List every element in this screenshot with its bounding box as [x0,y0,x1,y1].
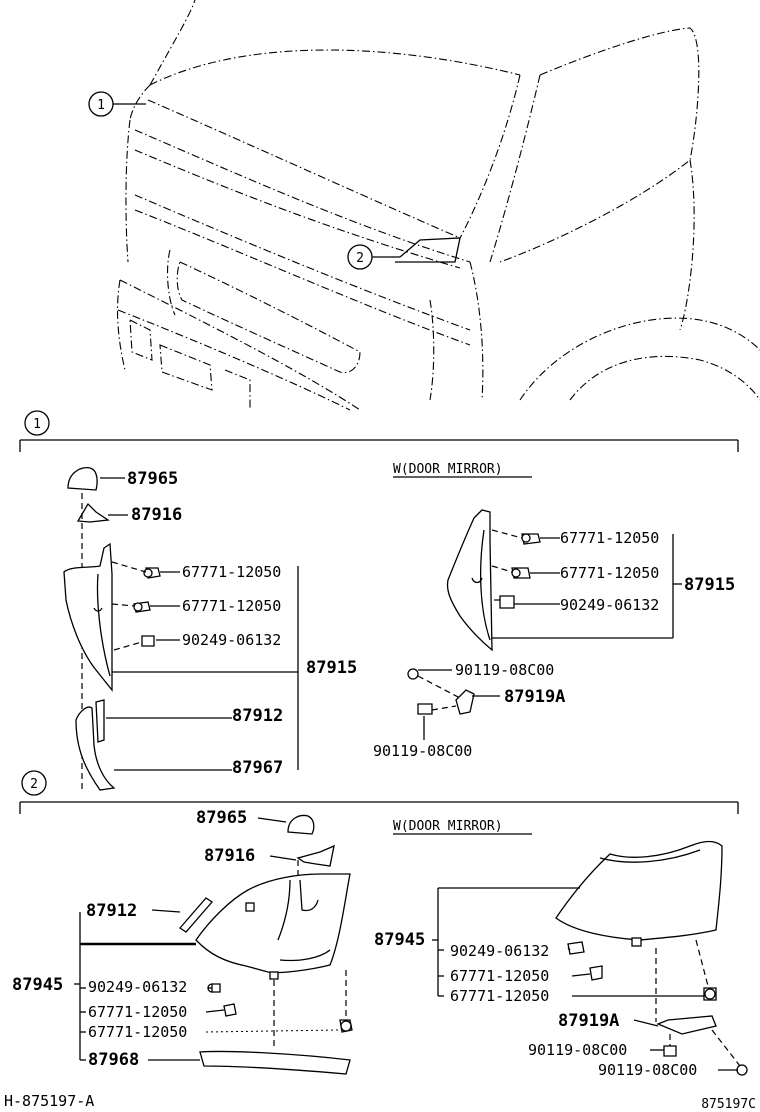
label-87945-s2-left: 87945 [12,975,63,995]
section-1-right-parts [407,509,541,715]
label-87945-s2-right: 87945 [374,930,425,950]
label-87916-s1: 87916 [131,505,182,525]
label-87919A-s2: 87919A [558,1011,619,1031]
label-screw-s2: 90249-06132 [88,978,187,996]
label-screw-s2r: 90249-06132 [450,942,549,960]
section-1-right-leaders [418,534,682,740]
label-clip-2-s1r: 67771-12050 [560,564,659,582]
section-1-frame [19,410,739,452]
label-87912-s2: 87912 [86,901,137,921]
label-bolt-2-s2r: 90119-08C00 [598,1061,697,1079]
label-clip-1-s1: 67771-12050 [182,563,281,581]
section-1-left-leaders [100,477,299,771]
truck-cab-illustration [88,0,760,411]
label-87967-s1: 87967 [232,758,283,778]
section-2-left-leaders [74,817,341,1061]
callout-1-truck: 1 [97,98,105,113]
section-2-frame [19,770,739,814]
label-87965-s1: 87965 [127,469,178,489]
label-87968-s2: 87968 [88,1050,139,1070]
label-clip-2-s2: 67771-12050 [88,1023,187,1041]
callout-2-truck: 2 [356,251,364,266]
note-door-mirror-s1: W(DOOR MIRROR) [393,462,503,477]
label-clip-2-s2r: 67771-12050 [450,987,549,1005]
label-87915-s1-left: 87915 [306,658,357,678]
section-2-right-parts [555,840,748,1076]
label-bolt-1-s2r: 90119-08C00 [528,1041,627,1059]
label-screw-s1: 90249-06132 [182,631,281,649]
label-87916-s2: 87916 [204,846,255,866]
label-bolt-1-s1r: 90119-08C00 [455,661,554,679]
label-clip-1-s1r: 67771-12050 [560,529,659,547]
section-1-callout: 1 [33,417,41,432]
label-87919A-s1: 87919A [504,687,565,707]
note-door-mirror-s2: W(DOOR MIRROR) [393,819,503,834]
section-2-right-leaders [432,887,738,1071]
section-2-callout: 2 [30,777,38,792]
diagram-code-right: 875197C [701,1097,756,1112]
label-clip-2-s1: 67771-12050 [182,597,281,615]
diagram-code-left: H-875197-A [4,1092,94,1110]
label-clip-1-s2: 67771-12050 [88,1003,187,1021]
label-clip-1-s2r: 67771-12050 [450,967,549,985]
label-87965-s2: 87965 [196,808,247,828]
section-2-left-parts [179,814,353,1075]
label-bolt-2-s1r: 90119-08C00 [373,742,472,760]
label-87915-s1-right: 87915 [684,575,735,595]
section-1-left-parts [63,466,161,791]
label-screw-s1r: 90249-06132 [560,596,659,614]
label-87912-s1: 87912 [232,706,283,726]
